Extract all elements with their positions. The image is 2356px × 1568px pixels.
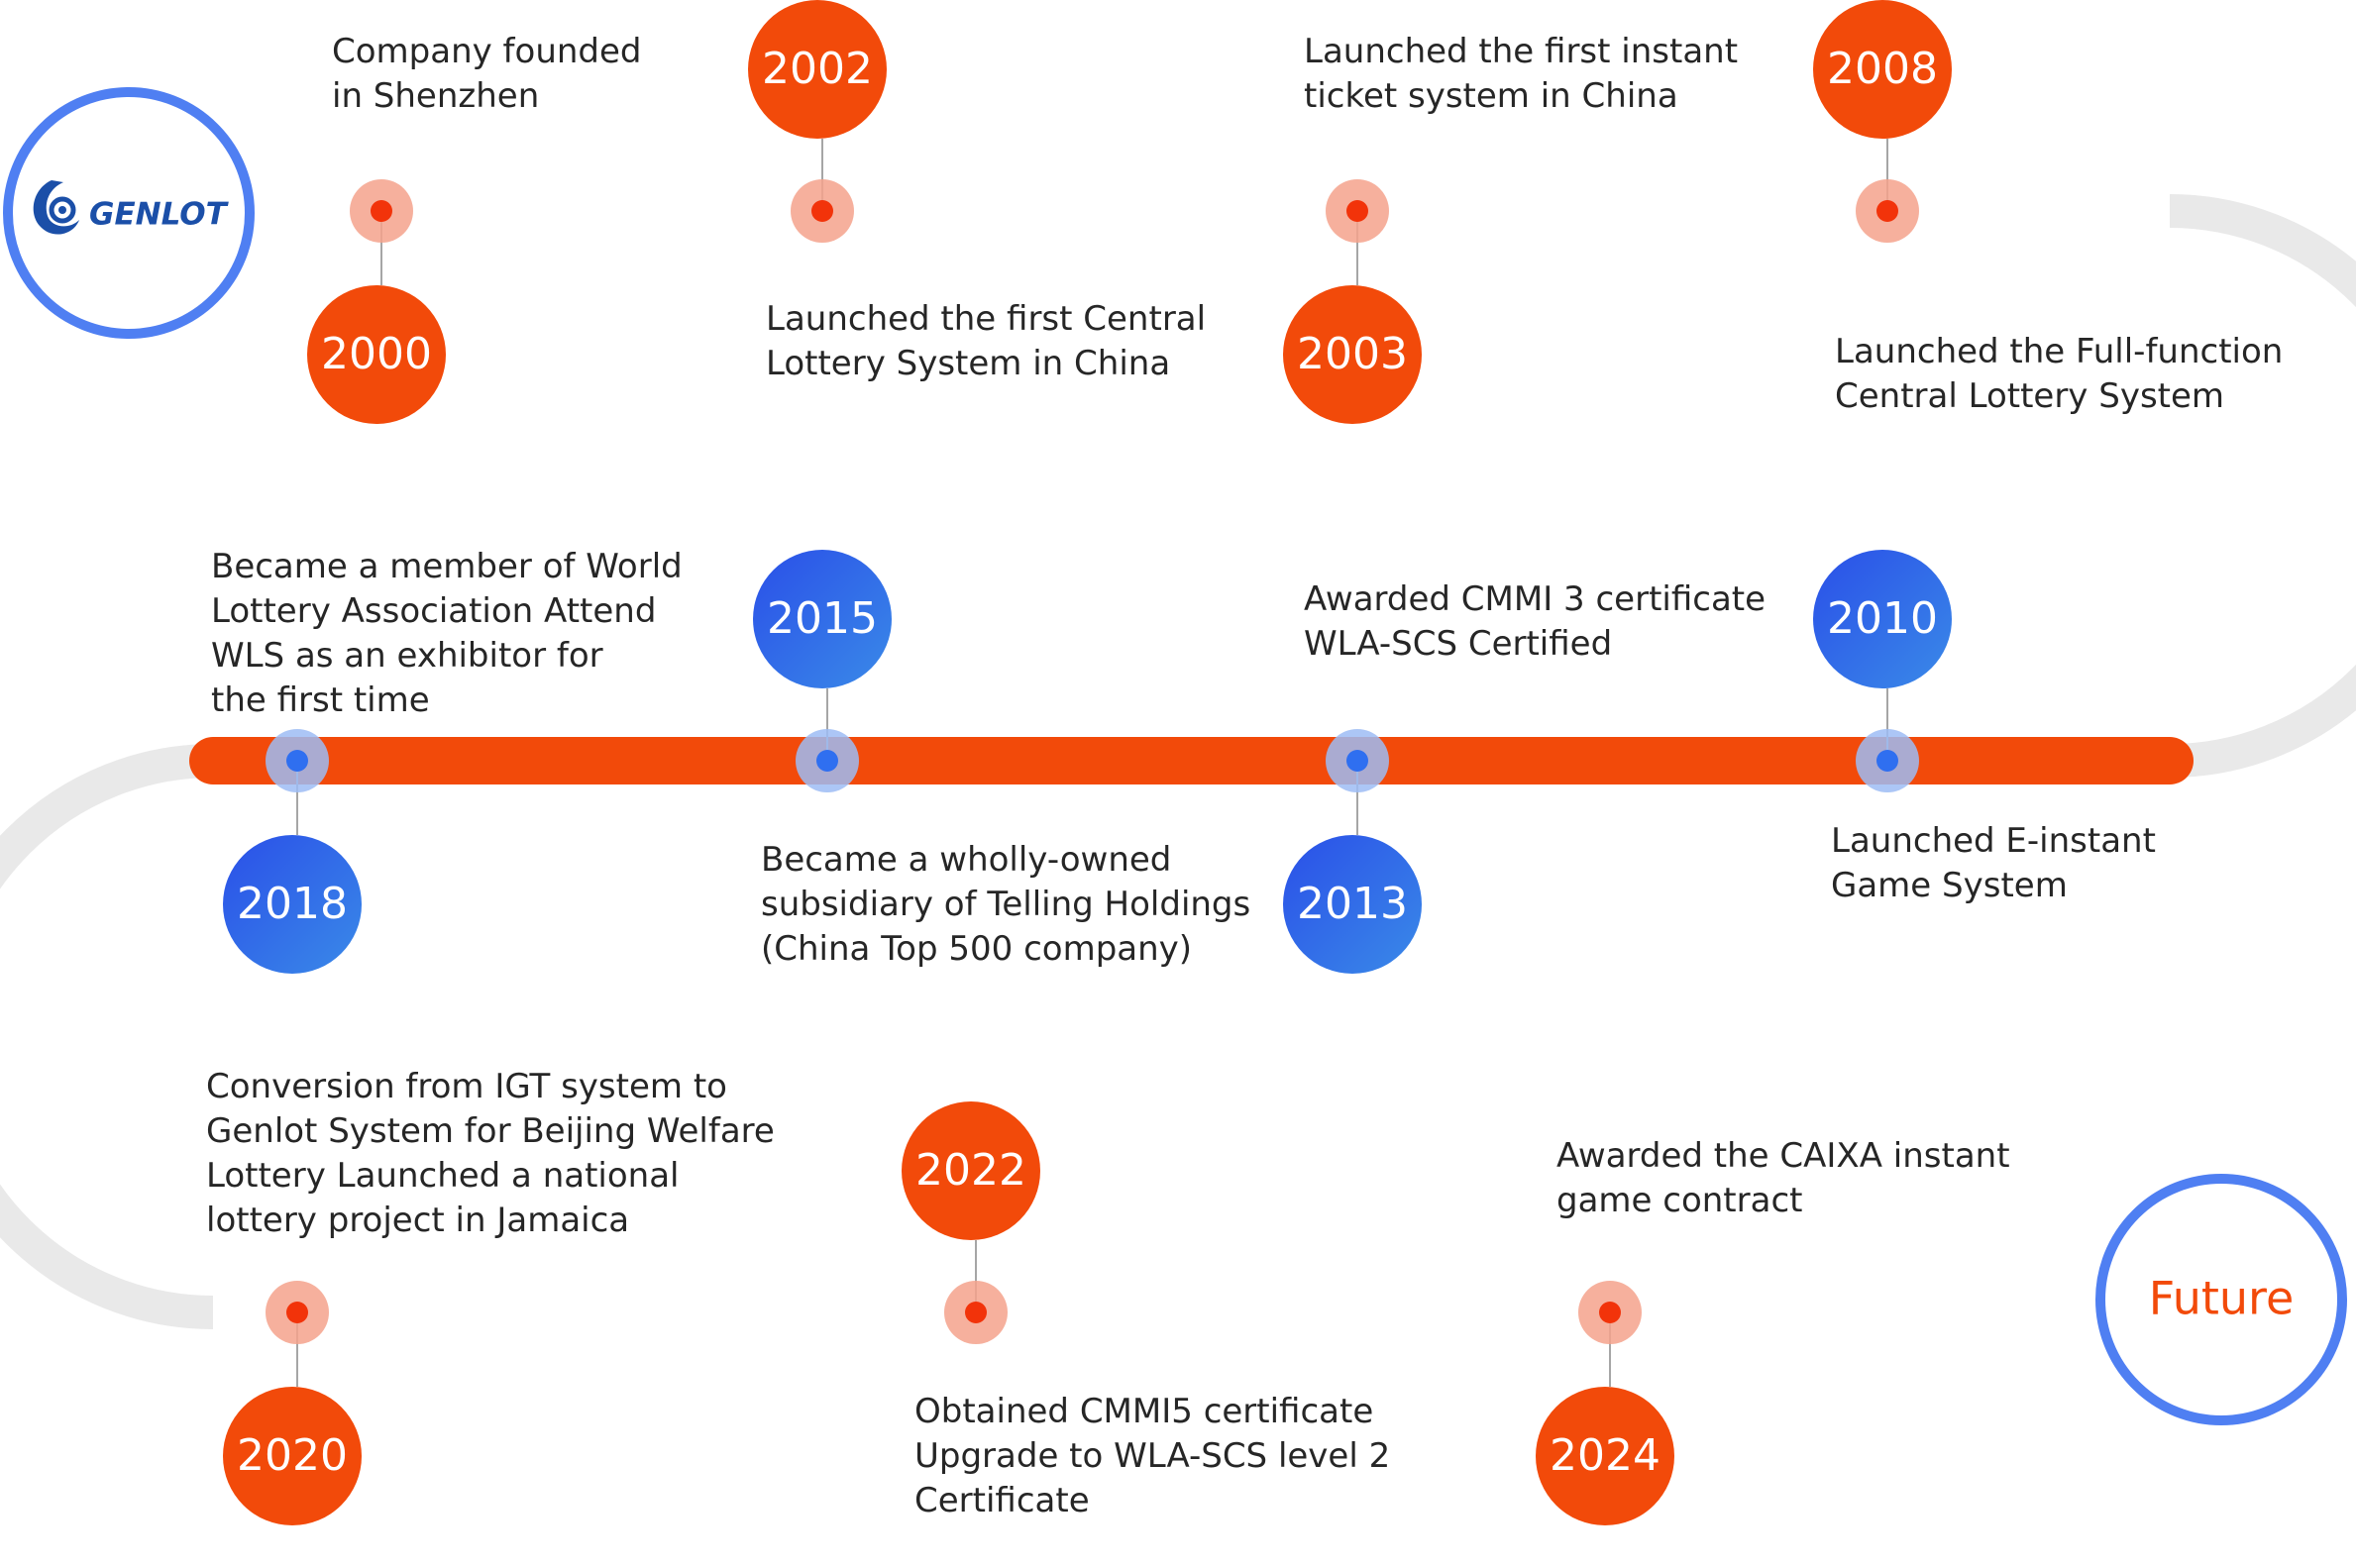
milestone-description: Became a wholly-owned subsidiary of Tell… xyxy=(761,840,1251,969)
future-label: Future xyxy=(2149,1272,2295,1325)
year-label: 2024 xyxy=(1550,1430,1660,1481)
logo-wordmark: GENLOT xyxy=(89,197,230,233)
node-dot xyxy=(286,1302,308,1323)
node-dot xyxy=(811,200,833,222)
year-badge xyxy=(1283,285,1422,424)
node-dot xyxy=(286,750,308,772)
milestone-description: Launched the first instant ticket system… xyxy=(1304,32,1739,116)
node-dot xyxy=(965,1302,987,1323)
year-label: 2000 xyxy=(321,329,432,379)
genlot-swirl-icon xyxy=(33,180,79,235)
milestone-2020: 2020 xyxy=(223,1281,362,1525)
year-badge xyxy=(223,835,362,974)
milestone-2018: 2018 xyxy=(223,729,362,974)
node-dot xyxy=(1876,750,1898,772)
milestone-description: Conversion from IGT system to Genlot Sys… xyxy=(206,1067,775,1240)
milestone-2002: 2002 xyxy=(748,0,887,243)
year-label: 2003 xyxy=(1297,329,1408,379)
milestone-description: Awarded the CAIXA instant game contract xyxy=(1556,1136,2010,1220)
year-label: 2020 xyxy=(237,1430,348,1481)
year-label: 2010 xyxy=(1827,593,1938,644)
milestone-description: Company founded in Shenzhen xyxy=(332,32,642,116)
year-label: 2022 xyxy=(915,1145,1026,1196)
year-badge xyxy=(753,550,892,688)
node-dot xyxy=(1346,200,1368,222)
year-badge xyxy=(748,0,887,139)
year-badge xyxy=(1813,550,1952,688)
year-label: 2018 xyxy=(237,879,348,929)
year-badge xyxy=(1283,835,1422,974)
milestone-2024: 2024 xyxy=(1536,1281,1674,1525)
milestone-description: Launched E-instant Game System xyxy=(1831,821,2156,905)
year-badge xyxy=(902,1101,1040,1240)
milestone-2015: 2015 xyxy=(753,550,892,792)
milestone-2013: 2013 xyxy=(1283,729,1422,974)
milestone-description: Became a member of World Lottery Associa… xyxy=(211,547,683,720)
node-dot xyxy=(1346,750,1368,772)
year-badge xyxy=(223,1387,362,1525)
node-dot xyxy=(1599,1302,1621,1323)
year-label: 2013 xyxy=(1297,879,1408,929)
year-badge xyxy=(1536,1387,1674,1525)
milestone-description: Awarded CMMI 3 certificate WLA-SCS Certi… xyxy=(1304,579,1767,664)
year-badge xyxy=(1813,0,1952,139)
milestone-2010: 2010 xyxy=(1813,550,1952,792)
milestone-description: Launched the Full-function Central Lotte… xyxy=(1835,332,2284,416)
milestone-2022: 2022 xyxy=(902,1101,1040,1344)
return-curve-left xyxy=(0,744,214,1329)
milestone-2003: 2003 xyxy=(1283,179,1422,424)
milestone-2000: 2000 xyxy=(307,179,446,424)
node-dot xyxy=(371,200,392,222)
node-dot xyxy=(816,750,838,772)
future-node: Future xyxy=(2095,1174,2347,1425)
year-badge xyxy=(307,285,446,424)
logo: GENLOT xyxy=(3,87,255,339)
year-label: 2008 xyxy=(1827,44,1938,94)
node-dot xyxy=(1876,200,1898,222)
milestone-2008: 2008 xyxy=(1813,0,1952,243)
milestone-description: Obtained CMMI5 certificate Upgrade to WL… xyxy=(914,1392,1391,1520)
return-curve-right xyxy=(2169,194,2356,778)
year-label: 2002 xyxy=(762,44,873,94)
milestone-description: Launched the first Central Lottery Syste… xyxy=(766,299,1207,383)
year-label: 2015 xyxy=(767,593,878,644)
